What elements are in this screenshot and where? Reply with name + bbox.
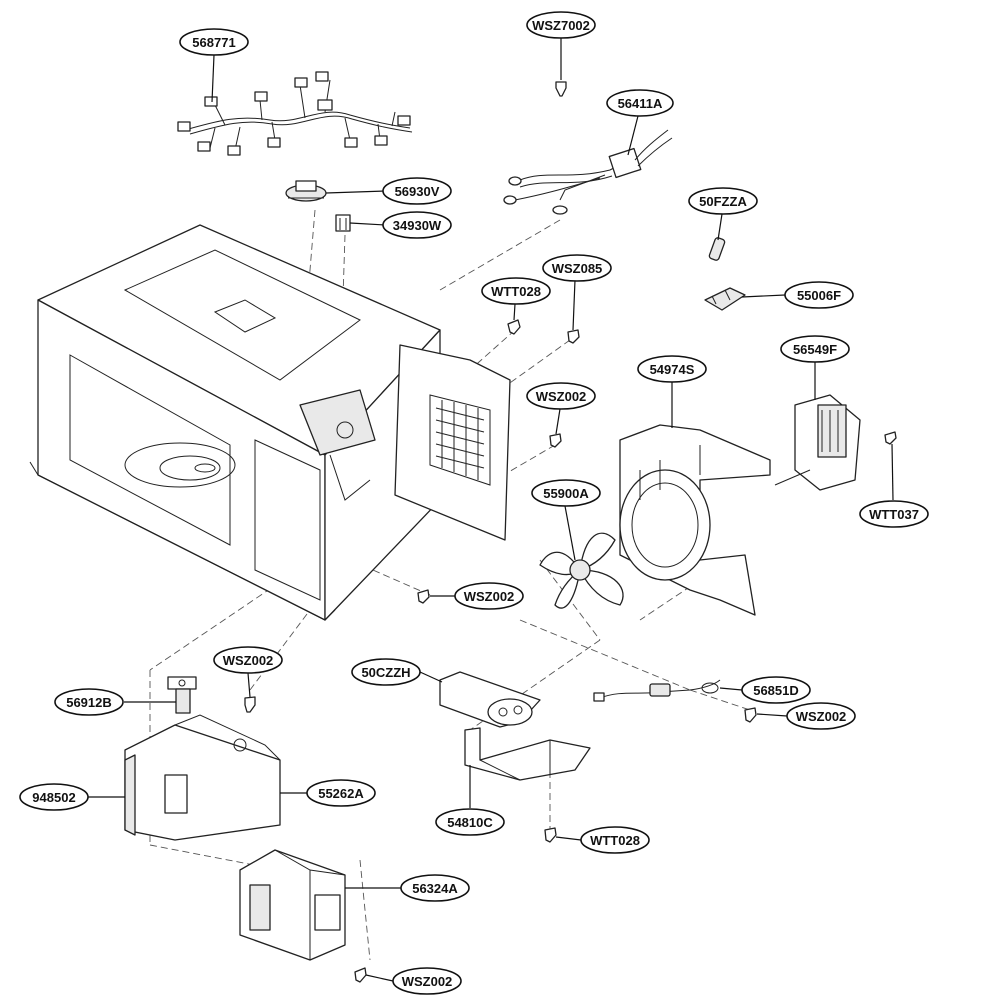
label-magnetron: 56324A — [400, 874, 470, 902]
svg-text:56324A: 56324A — [412, 881, 458, 896]
svg-text:WSZ002: WSZ002 — [536, 389, 587, 404]
label-fuse-holder: 34930W — [382, 211, 452, 239]
label-cap-bracket: 54810C — [435, 808, 505, 836]
microwave-cavity — [29, 224, 441, 621]
label-screw-wsz085: WSZ085 — [542, 254, 612, 282]
svg-text:55900A: 55900A — [543, 486, 589, 501]
svg-text:WSZ7002: WSZ7002 — [532, 18, 590, 33]
svg-text:WSZ085: WSZ085 — [552, 261, 603, 276]
label-screw-wtt028-top: WTT028 — [481, 277, 551, 305]
label-fan-blade: 55900A — [531, 479, 601, 507]
capacitor-bracket — [464, 727, 591, 843]
label-transformer: 55262A — [306, 779, 376, 807]
magnetron — [239, 849, 367, 983]
thermostat — [285, 180, 327, 202]
svg-text:56851D: 56851D — [753, 683, 799, 698]
label-screw-wsz002-bottom: WSZ002 — [392, 967, 462, 995]
hv-diode — [593, 679, 757, 723]
label-fan-duct: 54974S — [637, 355, 707, 383]
svg-text:WTT028: WTT028 — [590, 833, 640, 848]
label-diode: 56851D — [741, 676, 811, 704]
fan-blade — [539, 532, 624, 609]
label-screw-top: WSZ7002 — [526, 11, 596, 39]
svg-text:55006F: 55006F — [797, 288, 841, 303]
capacitor — [439, 671, 541, 728]
screws-top — [507, 81, 580, 448]
back-panel — [394, 344, 511, 541]
label-cord: 56411A — [606, 89, 674, 117]
power-cord — [503, 129, 673, 215]
leader-lines — [88, 38, 894, 982]
label-harness: 568771 — [179, 28, 249, 56]
svg-text:WTT037: WTT037 — [869, 507, 919, 522]
svg-text:56411A: 56411A — [618, 96, 663, 111]
svg-text:55262A: 55262A — [318, 786, 364, 801]
label-thermostat: 56930V — [382, 177, 452, 205]
svg-text:34930W: 34930W — [393, 218, 442, 233]
label-screw-wtt037: WTT037 — [859, 500, 929, 528]
label-screw-wsz002-diode: WSZ002 — [786, 702, 856, 730]
label-screw-wtt028-bottom: WTT028 — [580, 826, 650, 854]
svg-text:50CZZH: 50CZZH — [361, 665, 410, 680]
svg-text:56549F: 56549F — [793, 342, 837, 357]
svg-text:56930V: 56930V — [395, 184, 440, 199]
svg-text:948502: 948502 — [32, 790, 75, 805]
svg-text:568771: 568771 — [192, 35, 235, 50]
wire-harness — [177, 71, 413, 156]
svg-text:WSZ002: WSZ002 — [402, 974, 453, 989]
label-capacitor: 50CZZH — [351, 658, 421, 686]
transformer-assembly — [124, 714, 281, 841]
svg-text:WTT028: WTT028 — [491, 284, 541, 299]
svg-text:50FZZA: 50FZZA — [699, 194, 747, 209]
label-magnetron-thermostat: 56912B — [54, 688, 124, 716]
fan-duct — [619, 424, 771, 616]
label-screw-wsz002-cavity: WSZ002 — [454, 582, 524, 610]
label-screw-wsz002-mid: WSZ002 — [526, 382, 596, 410]
fuse — [708, 237, 726, 261]
svg-text:54974S: 54974S — [650, 362, 695, 377]
fuse-holder — [335, 214, 351, 232]
label-transformer-cover: 948502 — [19, 783, 89, 811]
magnetron-thermostat — [167, 676, 256, 714]
svg-text:56912B: 56912B — [66, 695, 112, 710]
svg-text:54810C: 54810C — [447, 815, 493, 830]
svg-text:WSZ002: WSZ002 — [796, 709, 847, 724]
label-screw-wsz002-trans: WSZ002 — [213, 646, 283, 674]
label-fuse: 50FZZA — [688, 187, 758, 215]
label-fuse-clip: 55006F — [784, 281, 854, 309]
fuse-clip — [704, 287, 746, 311]
svg-text:WSZ002: WSZ002 — [223, 653, 274, 668]
fan-motor — [774, 394, 897, 491]
svg-text:WSZ002: WSZ002 — [464, 589, 515, 604]
cavity-screw — [417, 589, 430, 604]
label-fan-motor: 56549F — [780, 335, 850, 363]
